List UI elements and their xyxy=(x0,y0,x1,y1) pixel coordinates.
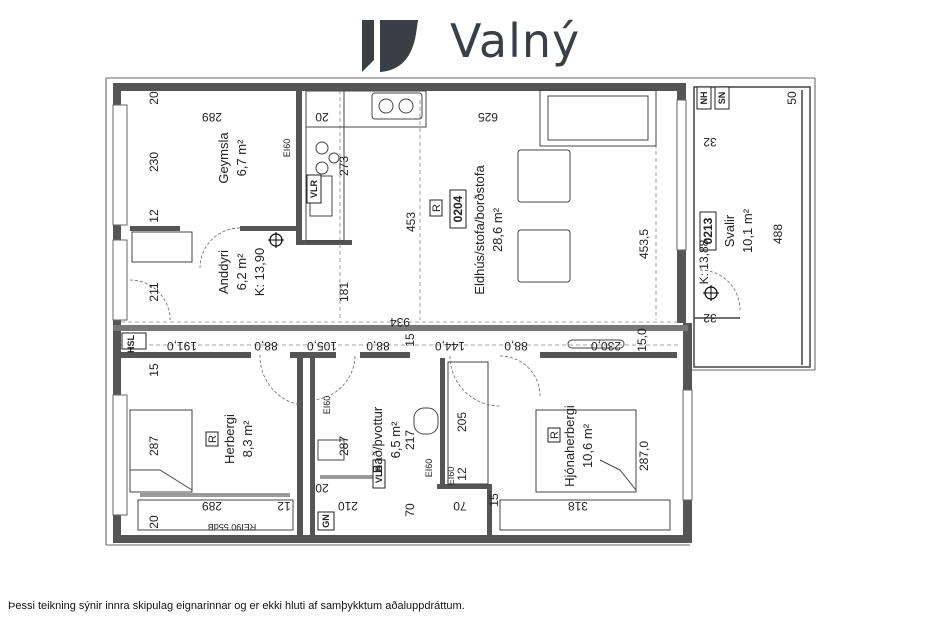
dim-label: 211 xyxy=(147,282,161,301)
tag-label: SN xyxy=(717,92,727,105)
dim-label: 453 xyxy=(404,212,418,232)
dim-label: 289 xyxy=(202,110,222,124)
room-area-hjona: 10,6 m² xyxy=(580,423,595,468)
wall-bottom xyxy=(113,535,691,543)
tag-label: NH xyxy=(699,92,709,105)
dim-label: 287,0 xyxy=(637,441,651,471)
room-k-andyri: K: 13,90 xyxy=(252,248,267,296)
dim-label: 181 xyxy=(337,282,351,302)
balcony-outline xyxy=(693,86,811,368)
room-area-bad: 6,5 m² xyxy=(388,421,403,459)
dim-label: 625 xyxy=(478,110,498,124)
dim-label: 15 xyxy=(487,493,501,507)
dim-label: 273 xyxy=(337,156,351,176)
dim-label: 934 xyxy=(390,315,410,329)
dim-label: 88,0 xyxy=(504,339,528,353)
dim-label: 105,0 xyxy=(307,339,337,353)
brand-name: Valný xyxy=(450,14,581,68)
dim-label: 191,0 xyxy=(167,339,197,353)
room-area-svalir: 10,1 m² xyxy=(740,208,755,253)
dim-label: 287 xyxy=(337,436,351,456)
dim-label: 287 xyxy=(147,436,161,456)
tag-label: VLR xyxy=(374,464,384,483)
tag-label: EI60 xyxy=(446,467,456,486)
tag-label: EI60 xyxy=(424,459,434,478)
dim-label: 12 xyxy=(455,467,469,481)
room-id-svalir: 0213 xyxy=(701,217,715,244)
dim-label: 453,5 xyxy=(637,229,651,259)
tag-label: HSL xyxy=(126,334,136,353)
dim-label: 50 xyxy=(785,91,799,105)
dim-label: 88,0 xyxy=(366,339,390,353)
dim-label: 32 xyxy=(703,311,717,325)
valny-logo xyxy=(358,12,598,76)
logo-mark-icon xyxy=(362,20,418,72)
dim-label: 144,0 xyxy=(435,339,465,353)
room-r-hjona: R xyxy=(549,431,561,439)
dim-label: 15 xyxy=(147,363,161,377)
room-area-eldhus: 28,6 m² xyxy=(490,207,505,252)
room-r-eldhus: R xyxy=(431,204,443,212)
tag-label: VLR xyxy=(309,179,319,198)
tag-label: REI90 55dB xyxy=(208,522,257,532)
dim-label: 15,0 xyxy=(635,328,649,352)
dim-label: 12 xyxy=(147,209,161,223)
room-name-herbergi: Herbergi xyxy=(222,414,237,464)
dim-label: 70 xyxy=(403,503,417,517)
room-id-eldhus: 0204 xyxy=(451,195,465,222)
room-area-herbergi: 8,3 m² xyxy=(240,420,255,458)
wall-top xyxy=(113,83,685,91)
room-name-andyri: Anddyri xyxy=(216,250,231,294)
dim-label: 210 xyxy=(338,499,358,513)
dim-label: 88,0 xyxy=(254,339,278,353)
room-name-svalir: Svalir xyxy=(722,214,737,247)
dim-label: 20 xyxy=(315,110,329,124)
room-name-bad: Bað/þvottur xyxy=(370,406,385,473)
room-area-andyri: 6,2 m² xyxy=(234,253,249,291)
dim-label: 488 xyxy=(771,224,785,244)
dim-label: 230,0 xyxy=(591,339,621,353)
dim-label: 12 xyxy=(277,499,291,513)
dim-label: 318 xyxy=(568,499,588,513)
dim-label: 289 xyxy=(202,499,222,513)
room-name-eldhus: Eldhús/stofa/borðstofa xyxy=(472,165,487,295)
room-r-herbergi: R xyxy=(207,435,219,443)
dim-label: 217 xyxy=(403,430,417,450)
room-k-svalir: K: 13,88 xyxy=(697,239,711,284)
room-area-geymsla: 6,7 m² xyxy=(234,139,249,177)
dim-label: 230 xyxy=(147,152,161,172)
dim-label: 70 xyxy=(453,499,467,513)
dim-label: 15 xyxy=(403,333,417,347)
room-name-geymsla: Geymsla xyxy=(216,132,231,184)
disclaimer-text: Þessi teikning sýnir innra skipulag eign… xyxy=(8,600,465,612)
tag-label: GN xyxy=(321,514,331,528)
dim-label: 205 xyxy=(455,412,469,432)
room-name-hjona: Hjónaherbergi xyxy=(562,405,577,487)
dim-label: 20 xyxy=(147,515,161,529)
dim-label: 32 xyxy=(703,135,717,149)
dim-label: 20 xyxy=(147,91,161,105)
tag-label: EI60 xyxy=(282,139,292,158)
tag-label: EI60 xyxy=(322,396,332,415)
dim-label: 20 xyxy=(315,481,329,495)
